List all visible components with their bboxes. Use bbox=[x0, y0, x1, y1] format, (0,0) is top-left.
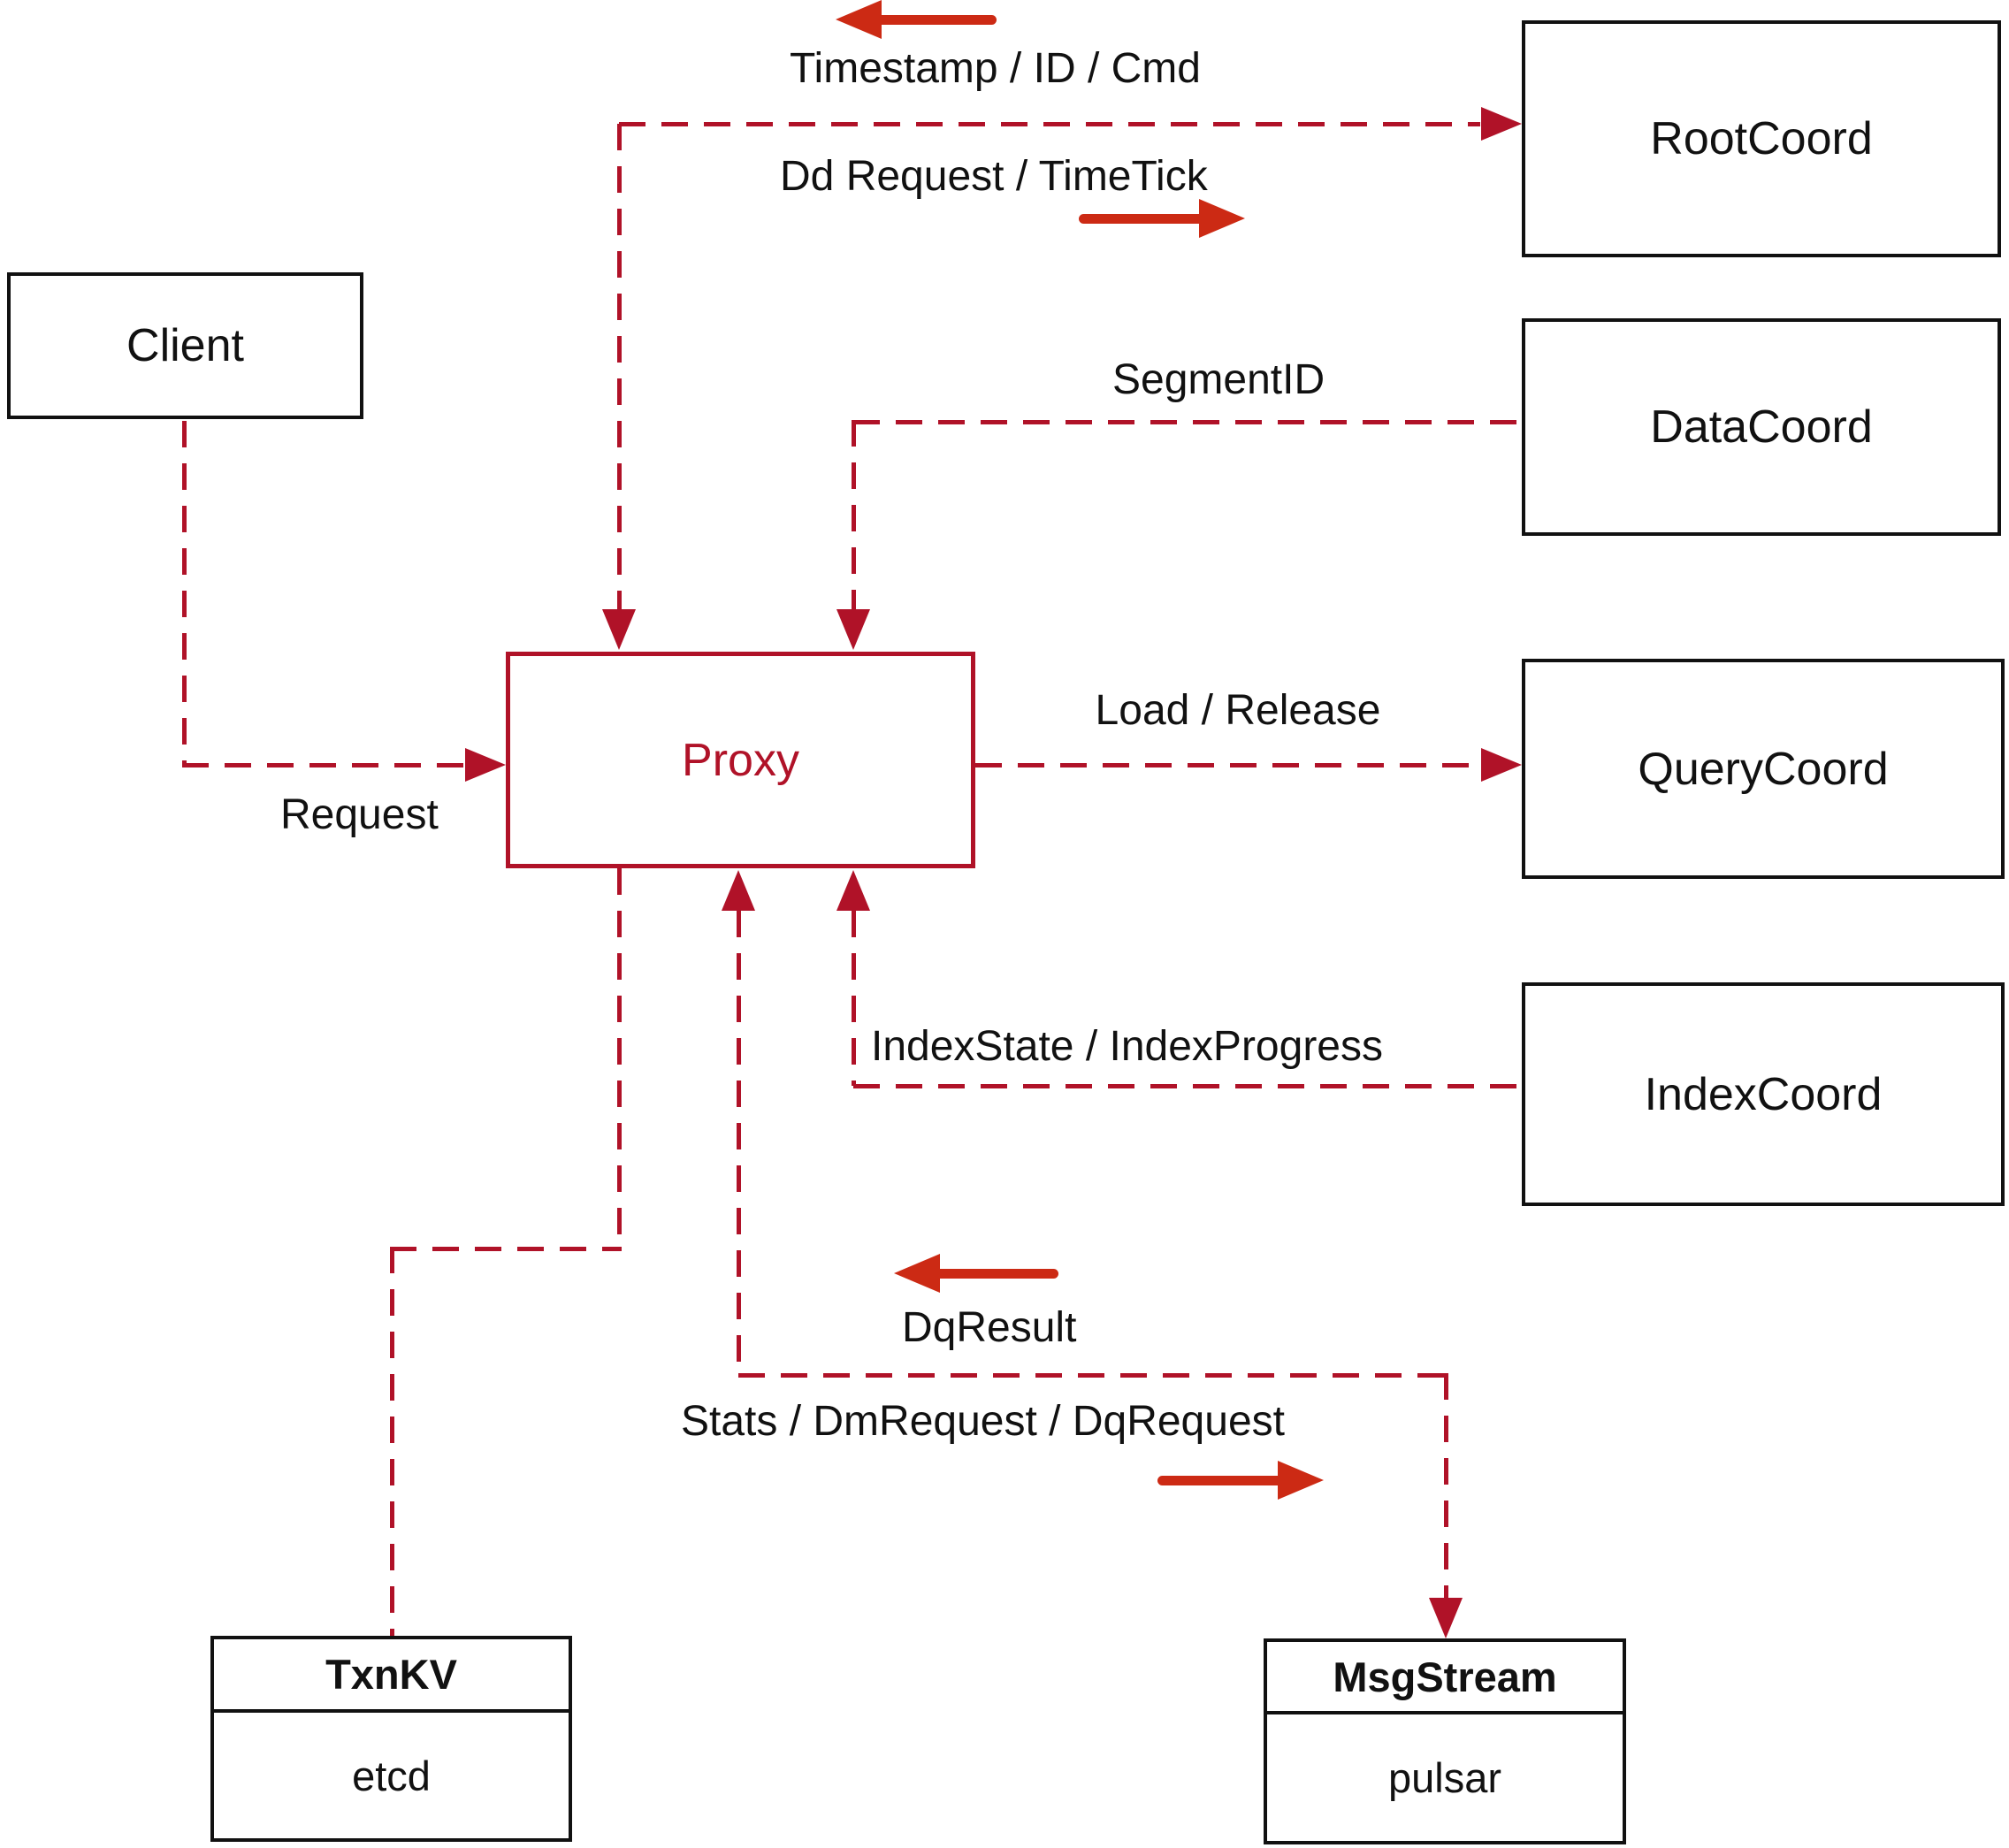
dd-request-direction-arrow-icon bbox=[1079, 199, 1245, 238]
edge-proxy-txnkv-horizontal bbox=[390, 1247, 622, 1251]
edge-proxy-msgstream-horizontal bbox=[738, 1373, 1448, 1378]
arrowhead-into-proxy-top-left-icon bbox=[602, 609, 636, 650]
edge-label-stats: Stats / DmRequest / DqRequest bbox=[681, 1398, 1285, 1445]
edge-proxy-querycoord-horizontal bbox=[975, 763, 1481, 767]
node-txnkv-sub: etcd bbox=[352, 1752, 431, 1799]
node-msgstream-sub: pulsar bbox=[1387, 1754, 1501, 1801]
node-indexcoord: IndexCoord bbox=[1522, 982, 2005, 1206]
dqresult-direction-arrow-icon bbox=[894, 1254, 1058, 1293]
edge-proxy-msgstream-vertical-1 bbox=[737, 911, 741, 1377]
node-proxy-label: Proxy bbox=[682, 734, 799, 786]
arrowhead-into-rootcoord-icon bbox=[1481, 107, 1522, 141]
node-proxy: Proxy bbox=[506, 652, 975, 868]
arrowhead-into-querycoord-icon bbox=[1481, 748, 1522, 782]
node-indexcoord-label: IndexCoord bbox=[1644, 1068, 1883, 1120]
arrowhead-into-proxy-top-right-icon bbox=[836, 609, 870, 650]
edge-proxy-txnkv-vertical-1 bbox=[617, 868, 622, 1251]
timestamp-direction-arrow-icon bbox=[836, 0, 997, 39]
arrowhead-into-proxy-bottom-left-icon bbox=[722, 870, 755, 911]
edge-label-timestamp: Timestamp / ID / Cmd bbox=[790, 45, 1201, 92]
edge-proxy-rootcoord-horizontal bbox=[619, 122, 1480, 126]
node-client-label: Client bbox=[126, 320, 244, 371]
node-txnkv-title: TxnKV bbox=[214, 1639, 569, 1713]
edge-indexcoord-proxy-horizontal bbox=[853, 1084, 1522, 1088]
edge-label-request: Request bbox=[280, 791, 439, 838]
node-rootcoord-label: RootCoord bbox=[1650, 113, 1873, 164]
edge-label-load-release: Load / Release bbox=[1095, 687, 1381, 734]
node-txnkv: TxnKV etcd bbox=[210, 1636, 572, 1842]
arrowhead-into-msgstream-icon bbox=[1429, 1598, 1463, 1638]
node-datacoord-label: DataCoord bbox=[1650, 401, 1873, 453]
arrowhead-into-proxy-left-icon bbox=[465, 748, 506, 782]
node-client: Client bbox=[7, 272, 363, 419]
edge-label-dd-request: Dd Request / TimeTick bbox=[780, 153, 1208, 200]
edge-client-proxy-horizontal bbox=[182, 763, 466, 767]
edge-proxy-rootcoord-vertical bbox=[617, 124, 622, 610]
stats-direction-arrow-icon bbox=[1157, 1461, 1324, 1500]
edge-label-segment-id: SegmentID bbox=[1112, 356, 1325, 403]
node-datacoord: DataCoord bbox=[1522, 318, 2001, 536]
node-msgstream-title: MsgStream bbox=[1267, 1642, 1623, 1714]
edge-client-proxy-vertical bbox=[182, 421, 187, 765]
edge-label-index-state: IndexState / IndexProgress bbox=[871, 1023, 1383, 1070]
edge-proxy-msgstream-vertical-2 bbox=[1444, 1373, 1448, 1599]
edge-label-dq-result: DqResult bbox=[902, 1304, 1077, 1351]
edge-indexcoord-proxy-vertical bbox=[852, 911, 856, 1086]
arrowhead-into-proxy-bottom-right-icon bbox=[836, 870, 870, 911]
node-rootcoord: RootCoord bbox=[1522, 20, 2001, 257]
node-querycoord: QueryCoord bbox=[1522, 659, 2005, 879]
edge-datacoord-proxy-vertical bbox=[852, 420, 856, 610]
edge-proxy-txnkv-vertical-2 bbox=[390, 1247, 394, 1636]
node-querycoord-label: QueryCoord bbox=[1638, 743, 1889, 795]
node-msgstream: MsgStream pulsar bbox=[1264, 1638, 1626, 1844]
edge-datacoord-proxy-horizontal bbox=[853, 420, 1522, 424]
